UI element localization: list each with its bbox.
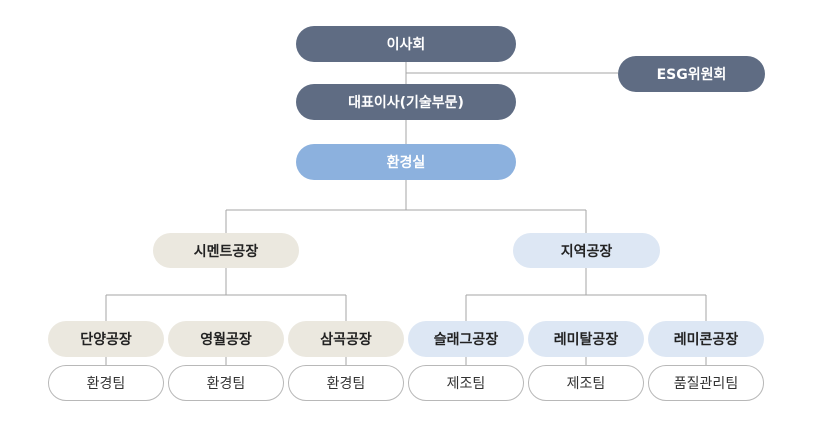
division-regional-box: 지역공장 bbox=[513, 233, 660, 268]
team-box: 환경팀 bbox=[168, 365, 284, 401]
team-box: 제조팀 bbox=[528, 365, 644, 401]
division-cement-label: 시멘트공장 bbox=[193, 243, 259, 260]
plant-label: 삼곡공장 bbox=[320, 332, 372, 348]
plant-box: 단양공장 bbox=[48, 321, 164, 357]
division-cement-box: 시멘트공장 bbox=[153, 233, 299, 268]
env-office-box: 환경실 bbox=[296, 144, 516, 180]
team-label: 환경팀 bbox=[326, 376, 366, 392]
plant-box: 레미탈공장 bbox=[528, 321, 644, 357]
plant-label: 단양공장 bbox=[80, 332, 132, 348]
plant-label: 영월공장 bbox=[200, 332, 252, 348]
team-box: 환경팀 bbox=[288, 365, 404, 401]
ceo-label: 대표이사(기술부문) bbox=[348, 95, 464, 111]
plant-label: 레미콘공장 bbox=[673, 332, 739, 348]
team-label: 제조팀 bbox=[446, 376, 486, 392]
board-label: 이사회 bbox=[386, 37, 426, 53]
team-label: 제조팀 bbox=[566, 376, 606, 392]
plant-label: 레미탈공장 bbox=[553, 332, 619, 348]
team-label: 환경팀 bbox=[206, 376, 246, 392]
plant-box: 슬래그공장 bbox=[408, 321, 524, 357]
plant-box: 영월공장 bbox=[168, 321, 284, 357]
team-label: 품질관리팀 bbox=[673, 376, 739, 392]
division-regional-label: 지역공장 bbox=[560, 243, 613, 260]
esg-committee-box: ESG위원회 bbox=[618, 56, 765, 92]
esg-committee-label: ESG위원회 bbox=[656, 67, 727, 83]
plant-label: 슬래그공장 bbox=[433, 332, 499, 348]
team-box: 제조팀 bbox=[408, 365, 524, 401]
team-box: 환경팀 bbox=[48, 365, 164, 401]
plant-box: 삼곡공장 bbox=[288, 321, 404, 357]
ceo-box: 대표이사(기술부문) bbox=[296, 84, 516, 120]
plant-box: 레미콘공장 bbox=[648, 321, 764, 357]
env-office-label: 환경실 bbox=[386, 155, 426, 171]
team-box: 품질관리팀 bbox=[648, 365, 764, 401]
board-box: 이사회 bbox=[296, 26, 516, 62]
team-label: 환경팀 bbox=[86, 376, 126, 392]
